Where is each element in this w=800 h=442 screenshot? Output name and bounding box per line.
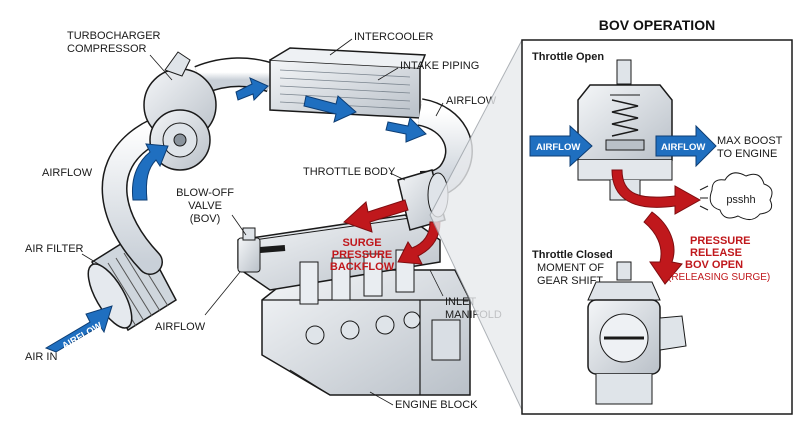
pressure-release-label-1: PRESSURE (690, 235, 751, 247)
max-boost-label-1: MAX BOOST (717, 135, 783, 147)
inlet-manifold-label-1: INLET (445, 296, 476, 308)
throttle-closed-title: Throttle Closed (532, 249, 613, 261)
bov-label-2: VALVE (188, 200, 222, 212)
bov-label-3: (BOV) (190, 213, 221, 225)
surge-label-3: BACKFLOW (330, 261, 395, 273)
panel-airflow-out-label: AIRFLOW (661, 142, 705, 153)
pressure-release-label-4: (RELEASING SURGE) (668, 272, 770, 283)
engine-block-label: ENGINE BLOCK (395, 399, 478, 411)
throttle-open-title: Throttle Open (532, 51, 604, 63)
turbocharger-compressor (143, 51, 217, 171)
intake-piping-label: INTAKE PIPING (400, 60, 479, 72)
engine-system-illustration: AIRFLOW TURBOCHARGER COMPRESSOR INTERCOO… (25, 30, 502, 411)
pressure-release-label-2: RELEASE (690, 247, 742, 259)
airflow-right-label: AIRFLOW (446, 95, 497, 107)
air-in-arrow: AIRFLOW (44, 305, 113, 353)
panel-airflow-in-label: AIRFLOW (536, 142, 580, 153)
max-boost-label-2: TO ENGINE (717, 148, 777, 160)
surge-label-1: SURGE (342, 237, 381, 249)
throttle-body-label: THROTTLE BODY (303, 166, 396, 178)
air-in-label: AIR IN (25, 351, 57, 363)
pressure-release-label-3: BOV OPEN (685, 259, 743, 271)
air-filter-label: AIR FILTER (25, 243, 84, 255)
pressure-release-arrow (611, 169, 702, 285)
air-filter (87, 230, 177, 332)
bov-operation-panel: BOV OPERATION Throttle Open AIRFLOW AIRF… (521, 17, 793, 415)
turbocharger-label-1: TURBOCHARGER (67, 30, 161, 42)
surge-label-2: PRESSURE (332, 249, 393, 261)
airflow-left-label: AIRFLOW (42, 167, 93, 179)
intercooler-label: INTERCOOLER (354, 31, 434, 43)
panel-title: BOV OPERATION (599, 17, 715, 33)
inlet-manifold (237, 214, 441, 305)
airflow-arrows (131, 77, 427, 201)
panel-airflow-arrows: AIRFLOW AIRFLOW (529, 124, 717, 168)
leader-lines (81, 38, 444, 406)
airflow-bottom-label: AIRFLOW (155, 321, 206, 333)
moment-label-1: MOMENT OF (537, 262, 604, 274)
moment-label-2: GEAR SHIFT (537, 275, 603, 287)
psshh-label: psshh (726, 194, 755, 206)
surge-arrows (343, 199, 441, 265)
bov-label-1: BLOW-OFF (176, 187, 234, 199)
bov-closed-illustration (587, 261, 687, 405)
turbocharger-label-2: COMPRESSOR (67, 43, 147, 55)
psshh-cloud: psshh (699, 172, 773, 220)
blow-off-valve (237, 227, 286, 273)
